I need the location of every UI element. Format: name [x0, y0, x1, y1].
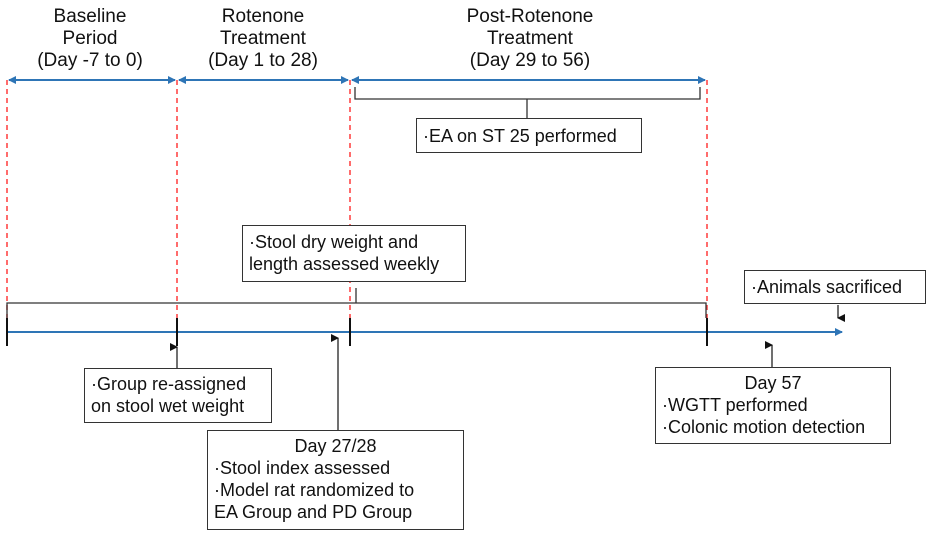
- day2728-box: Day 27/28 ·Stool index assessed ·Model r…: [207, 430, 464, 530]
- ea-box: ·EA on ST 25 performed: [416, 118, 642, 153]
- post-rotenone-period-label: Post-Rotenone Treatment (Day 29 to 56): [466, 6, 594, 71]
- stool-dry-weight-box: ·Stool dry weight and length assessed we…: [242, 225, 466, 282]
- stool-brace: [6, 288, 707, 318]
- period-separators: [6, 80, 708, 330]
- group-reassigned-box: ·Group re-assigned on stool wet weight: [84, 368, 272, 423]
- day57-box: Day 57 ·WGTT performed ·Colonic motion d…: [655, 367, 891, 444]
- baseline-period-label: Baseline Period (Day -7 to 0): [37, 6, 143, 71]
- animals-sacrificed-box: ·Animals sacrificed: [744, 270, 926, 304]
- pointer-arrows: [170, 305, 845, 430]
- timeline-ticks: [6, 318, 708, 346]
- ea-brace: [354, 87, 701, 113]
- rotenone-period-label: Rotenone Treatment (Day 1 to 28): [208, 6, 318, 71]
